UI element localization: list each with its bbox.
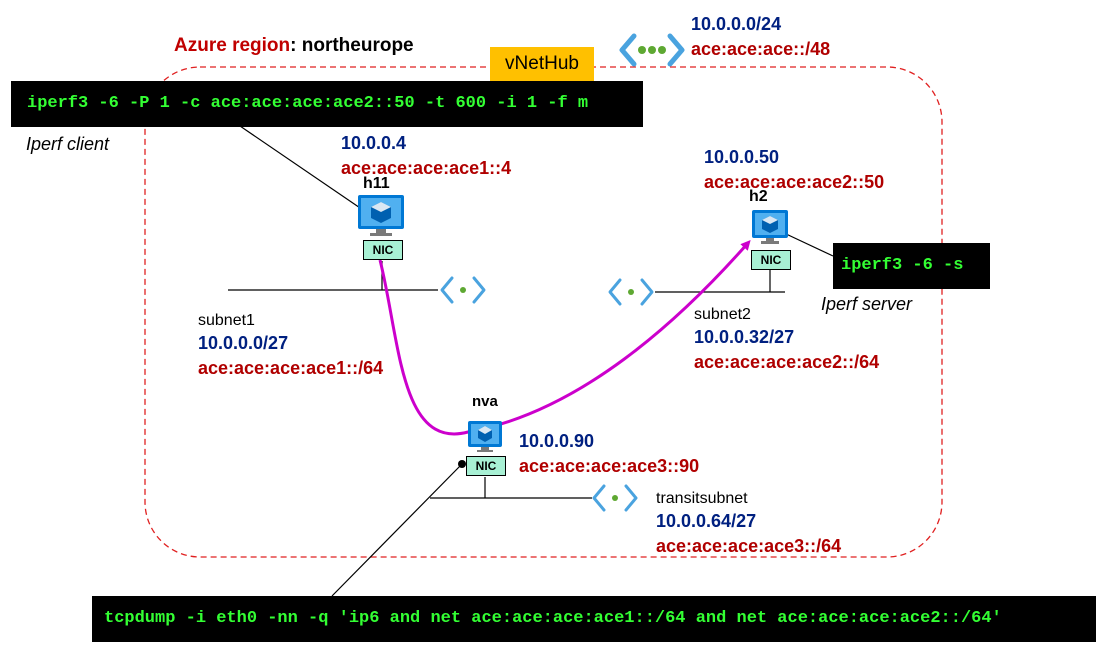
h11-ipv4: 10.0.0.4 [341, 133, 407, 153]
nva-ipv4: 10.0.0.90 [519, 431, 595, 451]
traffic-flow-arrow [378, 240, 751, 436]
h2-ipv4: 10.0.0.50 [704, 147, 780, 167]
nva-nic: NIC [466, 456, 506, 476]
subnet2-icon [608, 278, 654, 306]
h11-nic: NIC [363, 240, 403, 260]
region-value: northeurope [301, 35, 414, 56]
subnet2-name: subnet2 [694, 306, 751, 323]
subnet1-ipv6: ace:ace:ace:ace1::/64 [198, 358, 384, 378]
transitsubnet-ipv6: ace:ace:ace:ace3::/64 [656, 536, 842, 556]
transitsubnet-name: transitsubnet [656, 490, 748, 507]
vnet-ipv6: ace:ace:ace::/48 [691, 39, 831, 59]
nva-ipv6: ace:ace:ace:ace3::90 [519, 456, 700, 476]
transit-subnet-icon [592, 484, 638, 512]
h2-nic: NIC [751, 250, 791, 270]
nva-name: nva [472, 393, 498, 410]
iperf-server-command: iperf3 -6 -s [833, 243, 990, 289]
tcpdump-command: tcpdump -i eth0 -nn -q 'ip6 and net ace:… [92, 596, 1096, 642]
subnet1-icon [440, 276, 486, 304]
client-connector-line [239, 125, 367, 213]
tcpdump-connector-line [331, 463, 463, 597]
tcpdump-connector-dot [458, 460, 466, 468]
server-connector-line [783, 232, 834, 257]
h11-name: h11 [363, 175, 390, 192]
vnet-name-tag: vNetHub [490, 47, 594, 81]
h2-vm-icon [752, 210, 788, 244]
nva-vm-icon [468, 421, 502, 452]
subnet2-ipv6: ace:ace:ace:ace2::/64 [694, 352, 880, 372]
h11-ipv6: ace:ace:ace:ace1::4 [341, 158, 512, 178]
h2-name: h2 [749, 188, 768, 205]
vnet-icon [619, 33, 685, 67]
region-label: Azure region [174, 35, 291, 56]
vnet-ipv4: 10.0.0.0/24 [691, 14, 782, 34]
iperf-client-label: Iperf client [26, 134, 110, 154]
subnet2-ipv4: 10.0.0.32/27 [694, 327, 795, 347]
region-title: Azure region: northeurope [174, 35, 414, 57]
iperf-client-command: iperf3 -6 -P 1 -c ace:ace:ace:ace2::50 -… [11, 81, 643, 127]
region-separator: : [290, 35, 302, 56]
h11-vm-icon [358, 195, 404, 236]
h2-ipv6: ace:ace:ace:ace2::50 [704, 172, 885, 192]
subnet1-name: subnet1 [198, 312, 255, 329]
iperf-server-label: Iperf server [821, 294, 913, 314]
transitsubnet-ipv4: 10.0.0.64/27 [656, 511, 757, 531]
subnet1-ipv4: 10.0.0.0/27 [198, 333, 289, 353]
